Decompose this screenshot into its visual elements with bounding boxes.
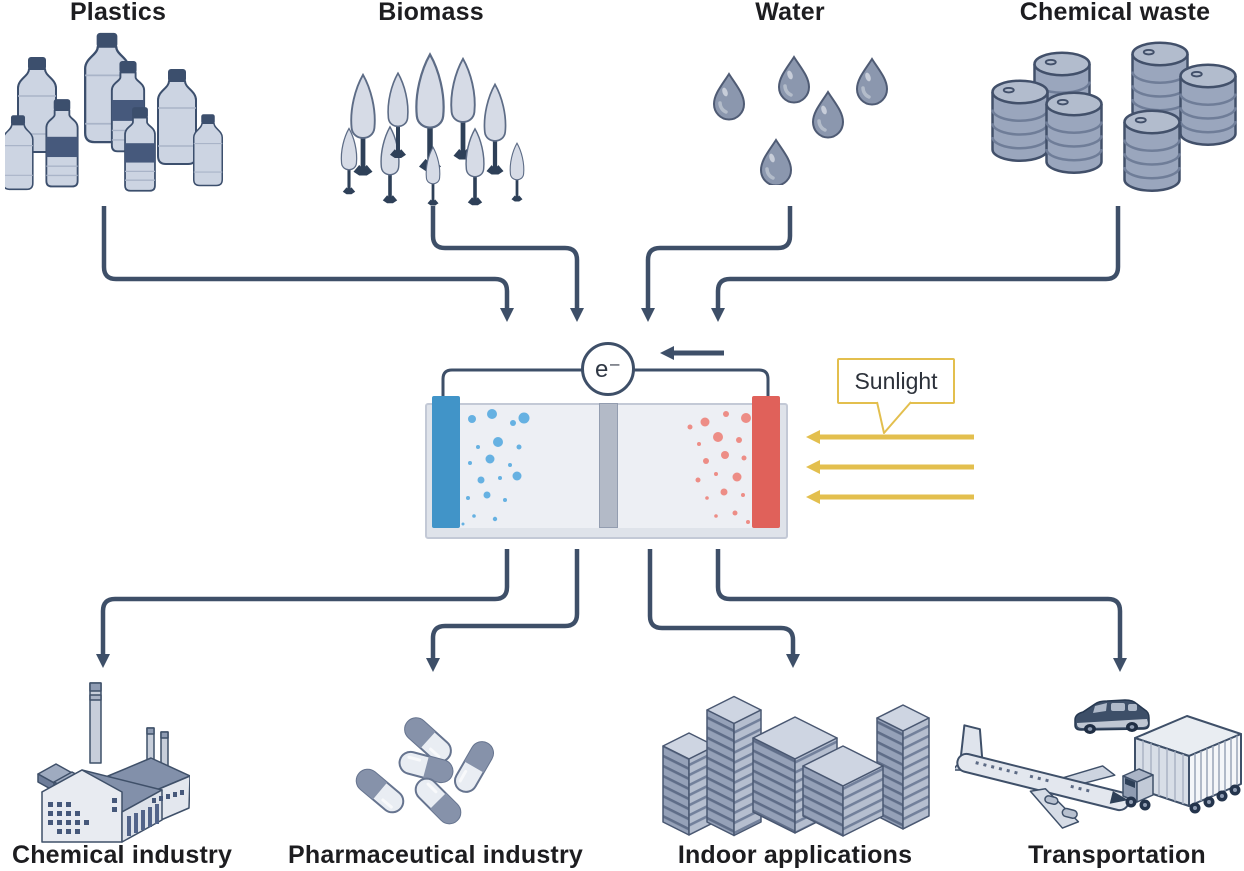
arrow-cell-to-pharma [426, 549, 580, 672]
water-droplets-icon [712, 55, 889, 185]
arrow-waste-to-cell [711, 206, 1121, 322]
pharmaceutical-industry-label: Pharmaceutical industry [288, 841, 583, 869]
chemical-waste-label: Chemical waste [1019, 0, 1211, 26]
cell-membrane [599, 403, 618, 528]
wire-right [634, 368, 770, 396]
arrow-biomass-to-cell [430, 206, 584, 322]
arrow-cell-to-chemical-industry [96, 549, 510, 668]
chemical-industry-label: Chemical industry [11, 841, 233, 869]
sunlight-callout-tail [877, 401, 911, 433]
sunlight-label: Sunlight [854, 367, 938, 394]
water-label: Water [755, 0, 825, 26]
tower-right-tall [876, 704, 930, 830]
electron-label: e⁻ [594, 355, 621, 383]
car [1074, 699, 1150, 734]
sunlight-callout: Sunlight [837, 358, 955, 404]
medicine-capsules-icon [355, 717, 494, 825]
wire-left [441, 368, 582, 396]
biomass-label: Biomass [378, 0, 484, 26]
truck [1122, 715, 1242, 814]
transportation-label: Transportation [1028, 841, 1206, 869]
block-front-right [802, 745, 884, 837]
factory-icon [37, 682, 190, 843]
arrow-plastics-to-cell [101, 206, 514, 322]
poplar-trees-icon [340, 52, 525, 206]
arrow-cell-to-indoor [647, 549, 800, 668]
waste-barrels-icon [991, 41, 1237, 192]
plastics-label: Plastics [69, 0, 167, 26]
airplane [955, 724, 1130, 829]
plane-car-truck-icon [955, 699, 1242, 829]
indoor-applications-label: Indoor applications [677, 841, 913, 869]
city-buildings-icon [662, 695, 930, 837]
plastic-bottles-icon [5, 32, 223, 192]
arrow-water-to-cell [641, 206, 793, 322]
cathode-electrode [752, 396, 780, 528]
arrow-cell-to-transportation [715, 549, 1127, 672]
electron-circle: e⁻ [581, 342, 635, 396]
photoanode-electrode [432, 396, 460, 528]
